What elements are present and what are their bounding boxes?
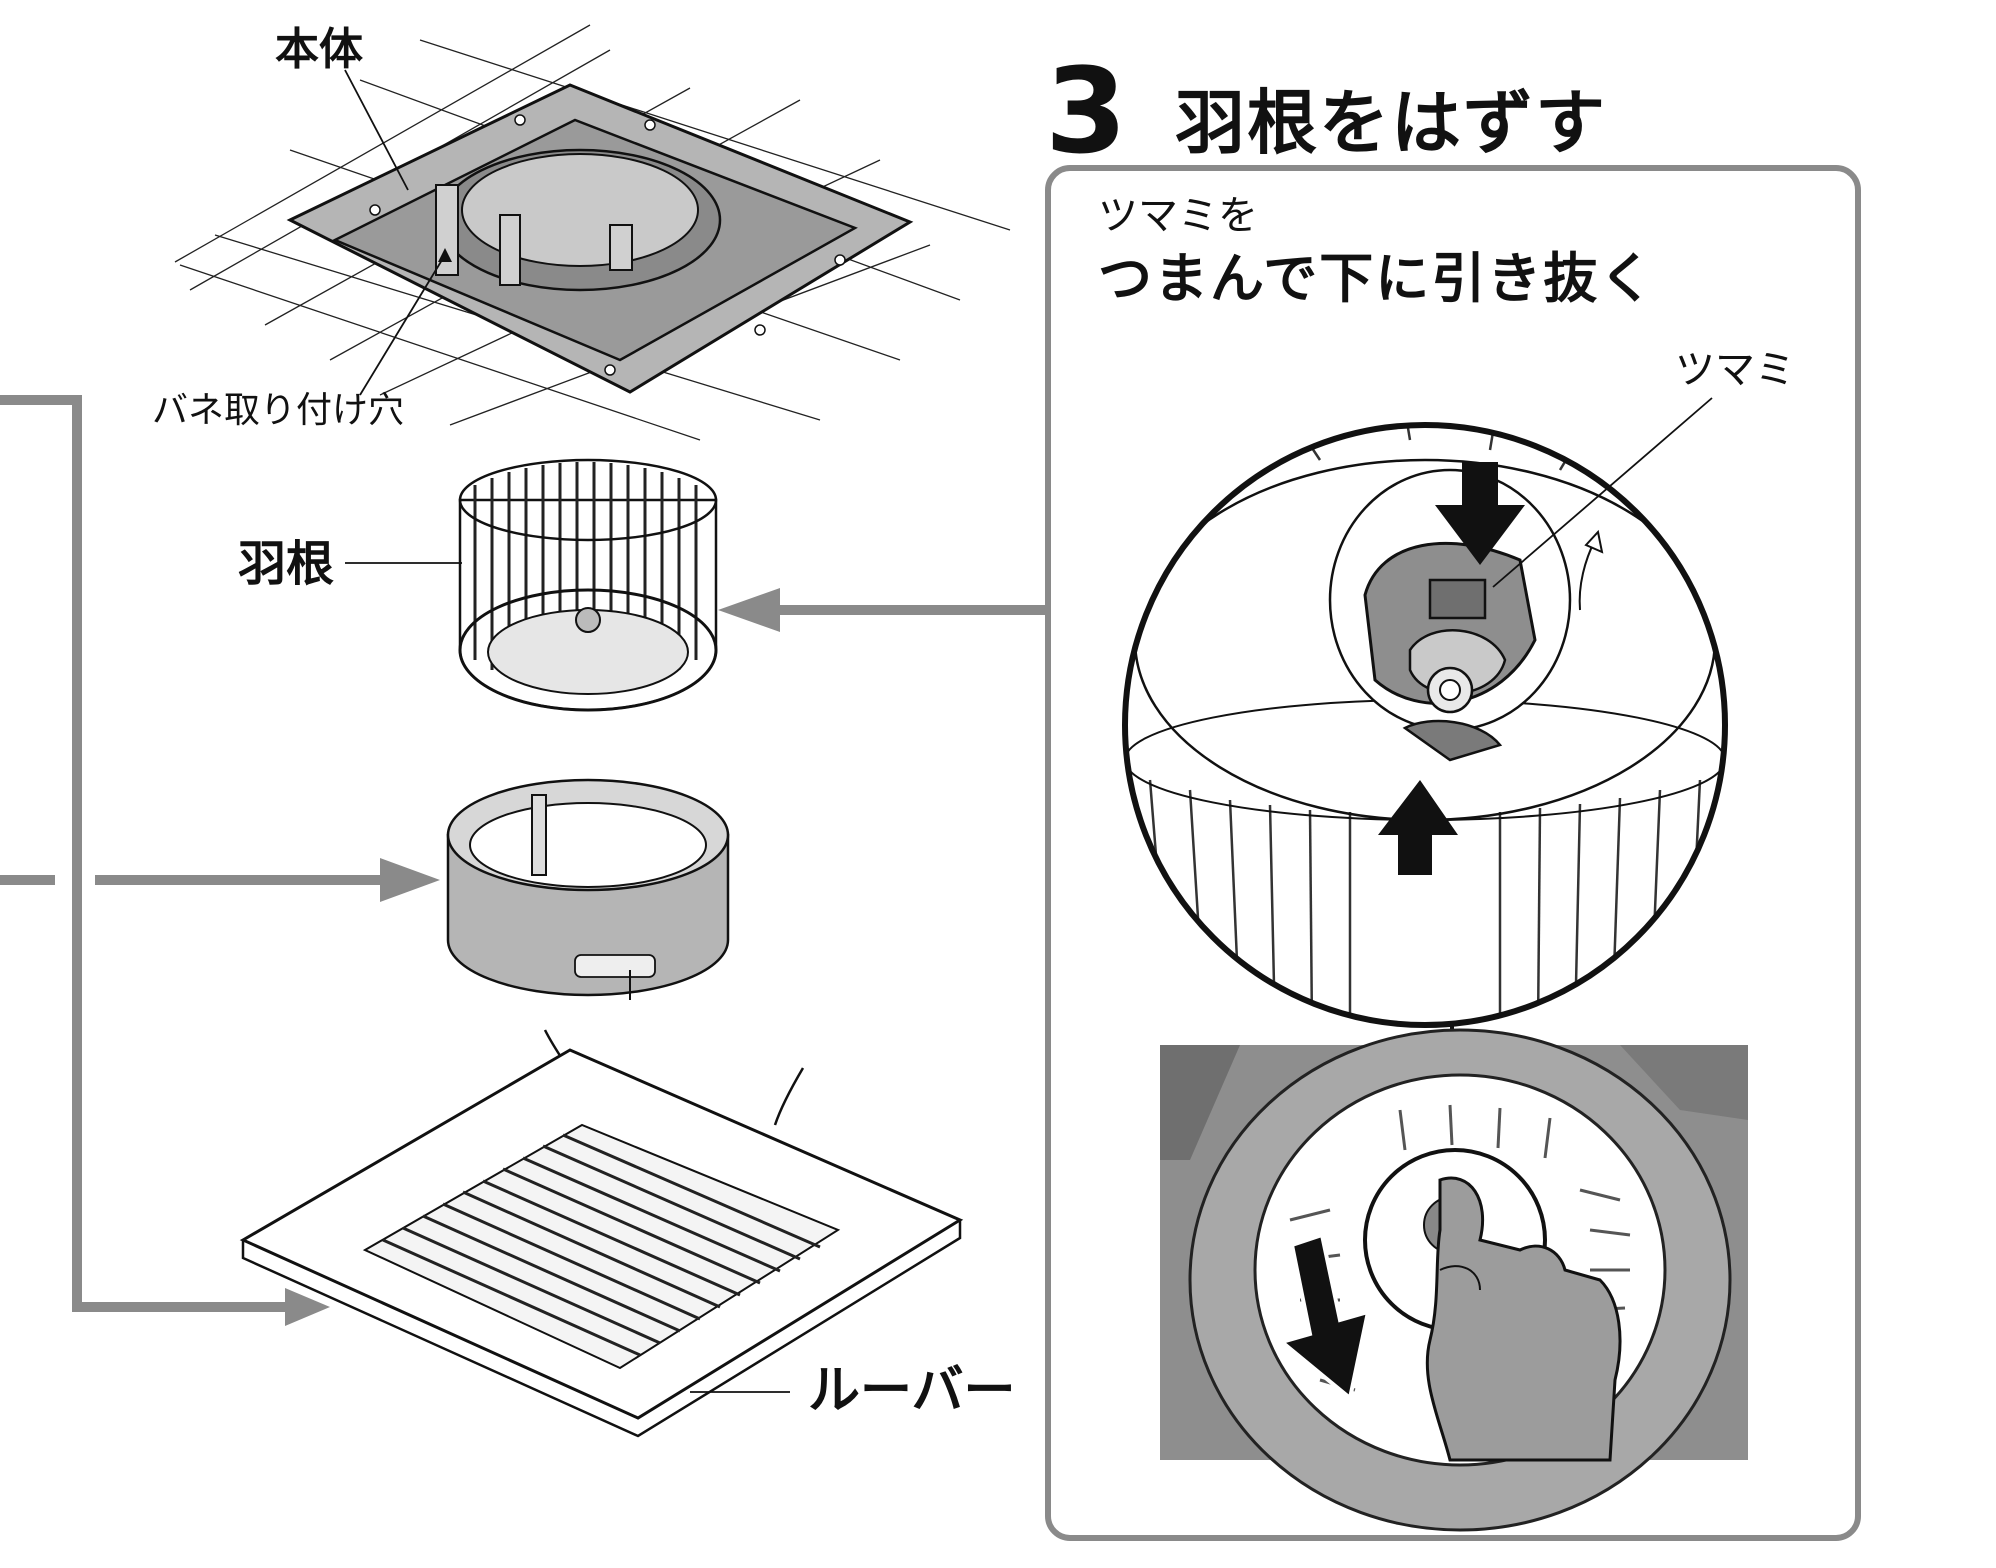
flow-connector-lines xyxy=(0,395,1048,1312)
louver-illustration xyxy=(239,1029,964,1438)
push-down-arrow xyxy=(1435,462,1525,565)
main-body-illustration xyxy=(174,24,1011,441)
hand-pulling-fan-photo xyxy=(1160,1028,1748,1532)
label-louver: ルーバー xyxy=(808,1361,1016,1421)
label-fan: 羽根 xyxy=(238,536,335,592)
pull-down-arrow xyxy=(1277,1232,1371,1402)
ring-orifice-illustration xyxy=(446,778,730,1000)
step-number: 3 xyxy=(1045,42,1128,180)
flow-arrow-heads xyxy=(285,588,780,1326)
step-frame xyxy=(1045,165,1861,1541)
step-title: 羽根をはずす xyxy=(1175,82,1607,164)
instruction-line2: つまんで下に引き抜く xyxy=(1098,247,1656,310)
fan-hub-detail-circle xyxy=(1122,397,1728,1028)
label-tsumami: ツマミ xyxy=(1675,347,1795,393)
label-spring-hole: バネ取り付け穴 xyxy=(152,390,405,431)
fan-illustration xyxy=(345,458,718,712)
push-up-arrow xyxy=(1378,780,1458,875)
label-main-body: 本体 xyxy=(275,24,363,75)
instruction-line1: ツマミを xyxy=(1098,193,1258,239)
